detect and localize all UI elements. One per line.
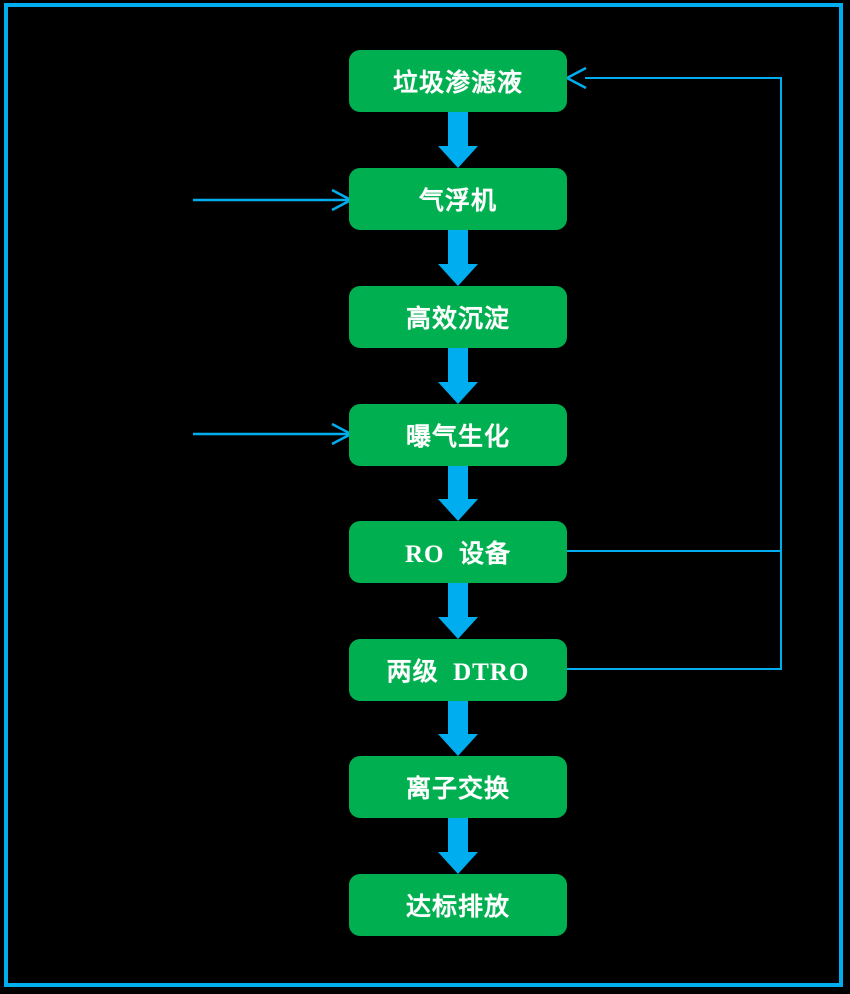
input-arrow-to-aeration	[193, 422, 354, 446]
node-flotation[interactable]: 气浮机	[349, 168, 567, 230]
node-label: 离子交换	[405, 776, 510, 803]
flow-arrow-ro-to-dtro	[438, 583, 478, 639]
node-aeration[interactable]: 曝气生化	[349, 404, 567, 466]
node-discharge[interactable]: 达标排放	[349, 874, 567, 936]
node-dtro[interactable]: 两级 DTRO	[349, 639, 567, 701]
flow-arrow-flotation-to-settling	[438, 230, 478, 286]
node-label: 高效沉淀	[405, 306, 510, 333]
flow-arrow-settling-to-aeration	[438, 348, 478, 404]
node-label: 达标排放	[405, 894, 510, 921]
flow-arrow-leachate-to-flotation	[438, 112, 478, 168]
node-label: 垃圾渗滤液	[392, 70, 523, 97]
flow-arrow-ionexchange-to-discharge	[438, 818, 478, 874]
node-settling[interactable]: 高效沉淀	[349, 286, 567, 348]
node-leachate[interactable]: 垃圾渗滤液	[349, 50, 567, 112]
recycle-path-dtro	[567, 78, 782, 670]
node-label: 气浮机	[418, 188, 497, 215]
node-ro[interactable]: RO 设备	[349, 521, 567, 583]
node-label: 两级 DTRO	[386, 659, 530, 686]
recycle-arrowhead-to-leachate	[564, 66, 587, 90]
node-label: 曝气生化	[405, 424, 510, 451]
recycle-path-ro	[567, 77, 782, 552]
node-label: RO 设备	[404, 541, 511, 568]
flow-arrow-aeration-to-ro	[438, 466, 478, 521]
input-arrow-to-flotation	[193, 188, 354, 212]
flow-arrow-dtro-to-ionexchange	[438, 701, 478, 756]
diagram-frame	[4, 3, 843, 987]
node-ionexchange[interactable]: 离子交换	[349, 756, 567, 818]
